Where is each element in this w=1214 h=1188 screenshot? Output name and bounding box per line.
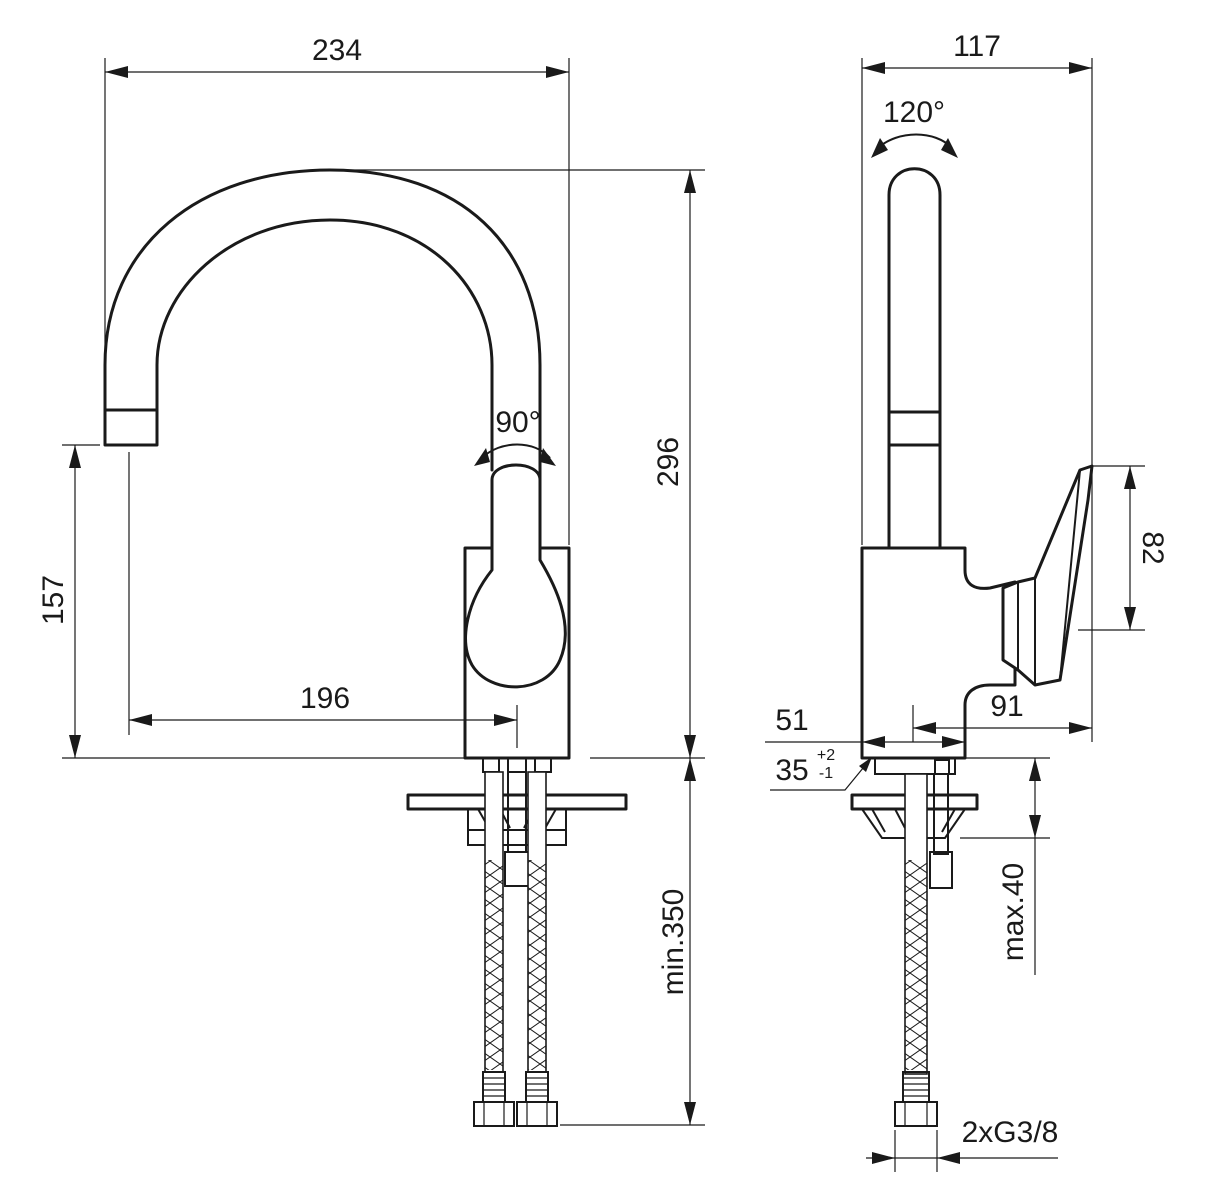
dim-120-deg: 120° — [883, 96, 945, 129]
dim-90-deg: 90° — [495, 406, 540, 439]
mounting-plate — [406, 793, 628, 811]
dim-91: 91 — [990, 690, 1023, 723]
front-dimensions: 234 296 157 196 90° min.350 — [37, 34, 705, 1126]
tap-body-side — [860, 546, 1017, 760]
hose-side-braid — [905, 860, 927, 1070]
dim-51: 51 — [775, 704, 808, 737]
swivel-120-arc — [877, 133, 953, 149]
dim-35: 35 — [775, 754, 808, 787]
threaded-rod — [507, 771, 527, 853]
side-view — [850, 133, 1094, 1127]
front-view — [103, 168, 628, 1127]
stud-right — [534, 757, 552, 773]
stud-left — [482, 757, 500, 773]
dim-min-350: min.350 — [657, 889, 690, 996]
dim-234: 234 — [312, 34, 362, 67]
spout-arc — [103, 168, 542, 547]
dim-2xG3-8: 2xG3/8 — [962, 1116, 1059, 1149]
lever-handle — [464, 463, 567, 689]
hose-fittings — [473, 1071, 558, 1127]
dim-296: 296 — [652, 437, 685, 487]
dim-max-40: max.40 — [997, 863, 1030, 961]
mounting-bracket — [467, 808, 567, 846]
spout-tip — [103, 408, 159, 447]
dim-157: 157 — [37, 575, 70, 625]
dim-82: 82 — [1136, 531, 1169, 564]
side-dimensions: 117 120° 82 91 51 35 +2 -1 max.40 — [765, 30, 1169, 1172]
dim-196: 196 — [300, 682, 350, 715]
nut — [504, 851, 530, 887]
dim-35-tol-plus: +2 — [817, 747, 835, 764]
stud-center — [507, 757, 527, 773]
lever-side — [1001, 464, 1094, 687]
dim-35-tol-minus: -1 — [819, 765, 833, 782]
hose-left-braid — [485, 860, 503, 1070]
hose-right-braid — [528, 860, 546, 1070]
dim-117: 117 — [953, 30, 1001, 63]
spout-side — [887, 167, 942, 550]
